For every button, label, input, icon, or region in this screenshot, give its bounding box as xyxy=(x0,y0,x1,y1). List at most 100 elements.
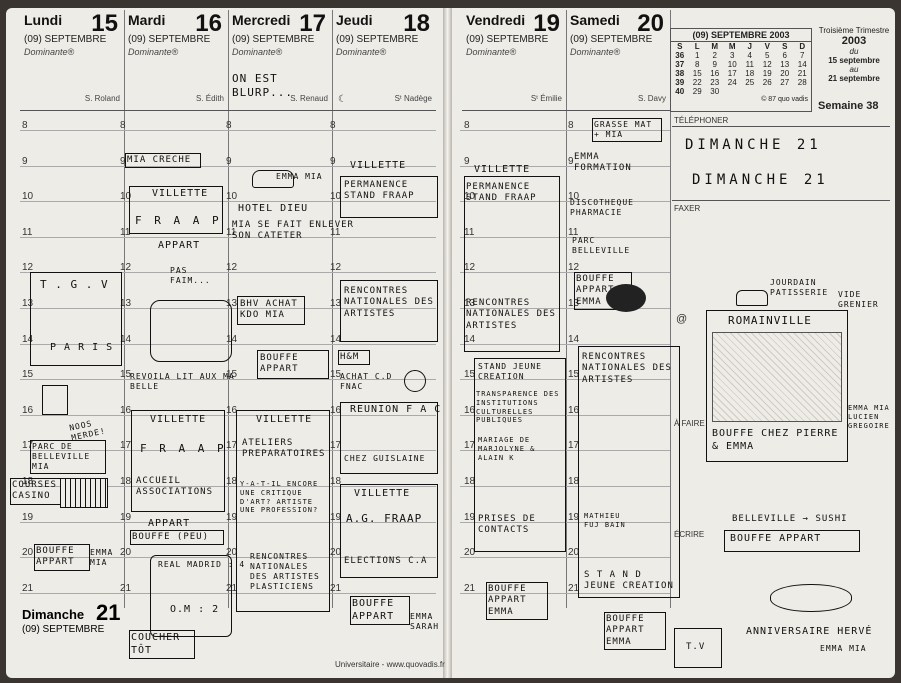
hour-label: 15 xyxy=(22,369,34,381)
note-accueil-asso: ACCUEIL ASSOCIATIONS xyxy=(136,476,214,498)
hour-line xyxy=(20,236,436,238)
hour-label: 17 xyxy=(330,440,342,452)
note-achat-cd: ACHAT C.D FNAC xyxy=(340,372,393,391)
hour-label: 19 xyxy=(568,511,580,523)
hour-label: 16 xyxy=(22,404,34,416)
note-permanence-1: PERMANENCE STAND FRAAP xyxy=(344,180,415,202)
mini-calendar-cell: 14 xyxy=(797,60,807,69)
hour-label: 17 xyxy=(568,440,580,452)
note-grasse-mat: GRASSE MAT + MIA xyxy=(592,118,662,142)
hour-line xyxy=(20,272,436,274)
event-box-tgv xyxy=(30,272,122,366)
hour-label: 10 xyxy=(226,191,238,203)
note-mia-creche: MIA CRECHE xyxy=(125,153,201,169)
suitcase-drawing xyxy=(150,300,232,362)
hour-label: 19 xyxy=(120,511,132,523)
hour-line xyxy=(20,414,436,416)
mini-calendar-cell: 12 xyxy=(762,60,772,69)
day-month: (09) SEPTEMBRE xyxy=(570,34,653,45)
note-bouffe-peu: BOUFFE (PEU) xyxy=(130,530,224,546)
hour-label: 16 xyxy=(120,404,132,416)
note-stand-jeune-2: S T A N D JEUNE CREATION xyxy=(584,570,674,592)
note-bhv: BHV ACHAT KDO MIA xyxy=(237,296,305,325)
hour-label: 12 xyxy=(568,262,580,274)
event-box-villette-fraap xyxy=(129,186,223,234)
note-rencontres-1: RENCONTRES NATIONALES DES ARTISTES PLAST… xyxy=(250,552,320,591)
mini-calendar-cell: 1 xyxy=(695,51,700,60)
note-parc-belleville: PARC DE BELLEVILLE MIA xyxy=(30,440,106,474)
saint-name: Sᵗ Nadège xyxy=(394,94,432,103)
mini-calendar-weekday: M xyxy=(711,42,719,51)
faxer-label: FAXER xyxy=(674,204,701,213)
mini-calendar-cell: 28 xyxy=(797,78,807,87)
hour-label: 15 xyxy=(330,369,342,381)
day-header: Mercredi 17 (09) SEPTEMBRE Dominante® S.… xyxy=(228,10,332,111)
note-villette-4: VILLETTE xyxy=(350,160,407,171)
event-box-rencontres-2 xyxy=(578,346,680,598)
day-column-monday: Lundi 15 (09) SEPTEMBRE Dominante® S. Ro… xyxy=(20,10,125,608)
mini-calendar-cell: 21 xyxy=(797,69,807,78)
cafe-terrace-drawing xyxy=(712,332,842,422)
hour-label: 18 xyxy=(330,476,342,487)
hour-line xyxy=(20,343,436,345)
note-emma-sarah: EMMA SARAH xyxy=(410,612,440,631)
sunday-number: 21 xyxy=(96,600,121,625)
hour-label: 11 xyxy=(464,226,475,238)
cake-drawing xyxy=(770,584,852,612)
day-header: Vendredi 19 (09) SEPTEMBRE Dominante® Sᵗ… xyxy=(462,10,566,111)
day-header: Jeudi 18 (09) SEPTEMBRE Dominante® ☾ Sᵗ … xyxy=(332,10,436,111)
hour-label: 21 xyxy=(330,582,342,594)
mini-calendar-cell: 39 xyxy=(675,78,685,87)
tv-drawing-2 xyxy=(674,628,722,668)
note-emma-mia-3: EMMA MiA xyxy=(820,644,867,653)
note-transparence: TRANSPARENCE DES INSTITUTIONS CULTURELLE… xyxy=(476,390,560,425)
hour-label: 9 xyxy=(464,155,470,167)
note-emma-mia-2: EMMA MIA xyxy=(90,548,114,567)
note-bouffe-appart-1: BOUFFE APPART xyxy=(257,350,329,379)
day-month: (09) SEPTEMBRE xyxy=(336,34,419,45)
hour-label: 19 xyxy=(22,511,34,523)
day-number: 17 xyxy=(299,10,326,37)
mini-calendar-cell: 23 xyxy=(710,78,720,87)
hour-label: 17 xyxy=(22,440,34,452)
hour-label: 19 xyxy=(330,511,342,523)
event-box-villette-fraap-2 xyxy=(131,410,225,512)
note-real-madrid: REAL MADRID : 4 xyxy=(158,560,246,569)
mini-calendar-cell: 9 xyxy=(712,60,717,69)
mini-calendar-weekday: D xyxy=(799,42,806,51)
hour-label: 9 xyxy=(330,155,336,167)
hour-line xyxy=(460,308,670,309)
day-number: 16 xyxy=(195,10,222,37)
hour-line xyxy=(460,592,670,594)
mini-calendar-weekday: M xyxy=(728,42,736,51)
event-box-bouffe-appart-7 xyxy=(724,530,860,552)
day-name: Mardi xyxy=(128,12,166,28)
hour-line xyxy=(20,201,436,203)
trimestre-to: 21 septembre xyxy=(828,74,880,83)
mini-calendar-cell: 26 xyxy=(762,78,772,87)
hour-line xyxy=(20,592,436,594)
note-rencontres-2: RENCONTRES NATIONALES DES ARTISTES xyxy=(344,286,434,319)
trimestre-au: au xyxy=(849,65,859,74)
mini-calendar-cell: 19 xyxy=(762,69,772,78)
sunday-block: Dimanche 21 (09) SEPTEMBRE xyxy=(22,600,120,635)
hour-label: 16 xyxy=(330,404,342,416)
hour-label: 13 xyxy=(330,298,342,309)
hour-label: 18 xyxy=(226,476,238,487)
computer-drawing xyxy=(42,385,68,415)
hour-label: 13 xyxy=(22,298,34,309)
saint-name: S. Davy xyxy=(637,94,666,103)
mini-calendar-cell: 15 xyxy=(692,69,702,78)
hour-label: 20 xyxy=(120,547,132,559)
hour-line xyxy=(20,165,436,167)
hour-line xyxy=(20,130,436,131)
event-box-rencontres xyxy=(340,280,438,342)
mini-calendar-cell: 36 xyxy=(675,51,685,60)
mini-calendar-cell: 18 xyxy=(745,69,755,78)
hour-label: 20 xyxy=(464,547,476,559)
mini-calendar-cell: 20 xyxy=(780,69,790,78)
event-box-permanence-2 xyxy=(464,176,560,352)
mini-calendar-title: (09) SEPTEMBRE 2003 xyxy=(671,29,811,42)
